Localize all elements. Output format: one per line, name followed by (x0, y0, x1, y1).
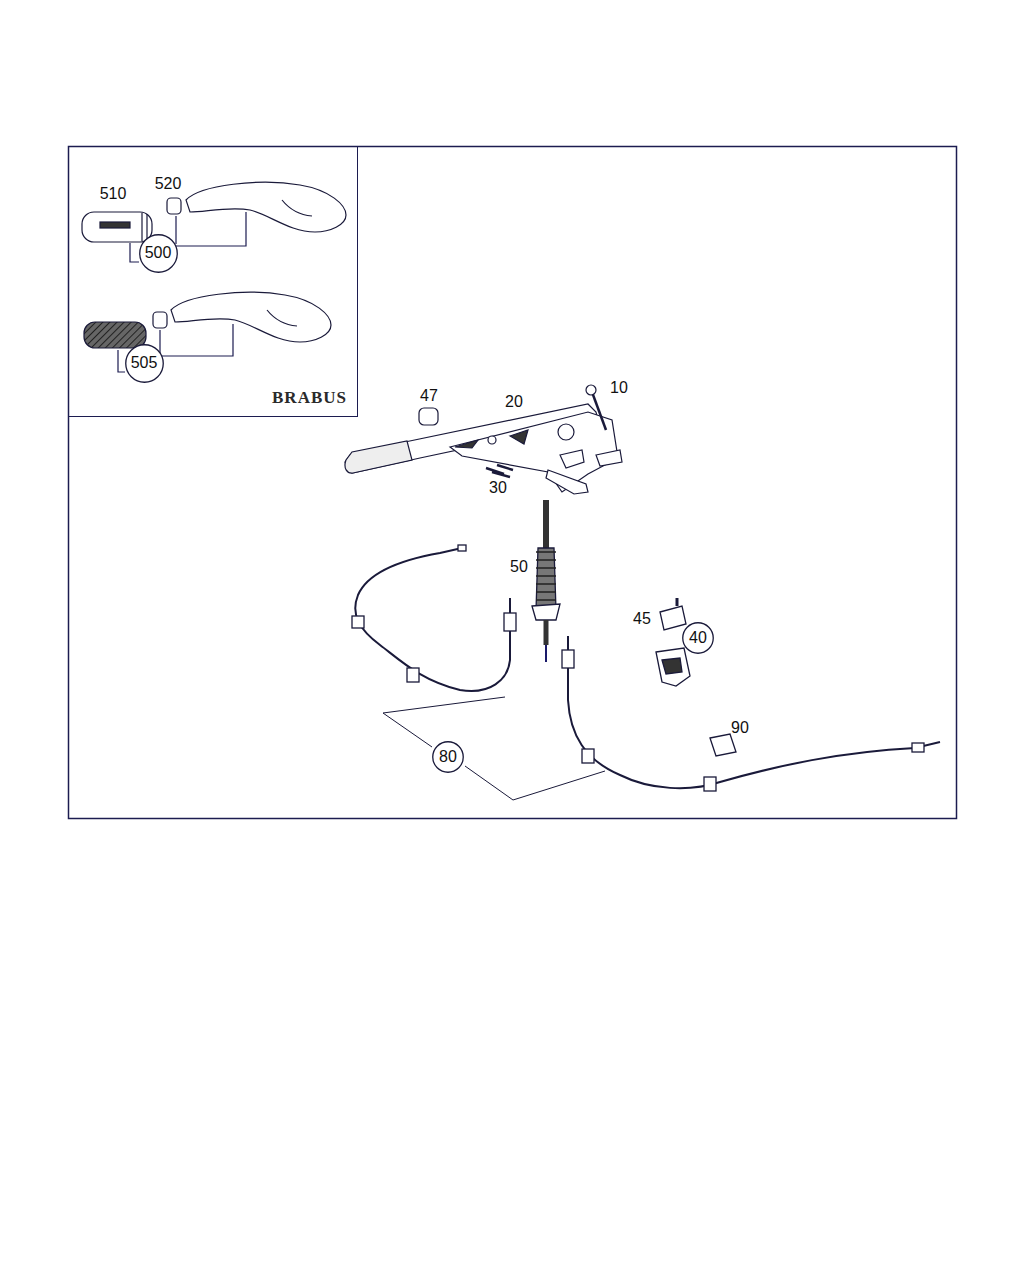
threaded-rod (544, 620, 549, 645)
plate-hole (510, 430, 528, 444)
callout-number: 90 (730, 719, 750, 737)
callout-number: 500 (145, 245, 172, 261)
grip-ridge (141, 213, 142, 241)
leader-line (130, 243, 139, 262)
callout-circle: 80 (432, 741, 464, 773)
cable-clip (582, 749, 594, 763)
leader-line (175, 216, 176, 244)
bushing (419, 408, 438, 425)
group-bracket (383, 697, 605, 800)
bolt-head (586, 385, 596, 395)
callout-number: 510 (99, 185, 128, 203)
boot-bellows (536, 552, 556, 600)
callout-number: 520 (154, 175, 183, 193)
callout-ring (139, 234, 177, 272)
brand-logo: BRABUS (272, 388, 347, 408)
leader-line (175, 212, 246, 246)
cable-end (912, 743, 924, 752)
bolt (592, 392, 606, 430)
rod-end (545, 645, 547, 662)
front-cable (543, 500, 549, 548)
ratchet (558, 424, 574, 440)
cable-boot (536, 548, 556, 610)
ratchet-pawl (560, 450, 584, 468)
callout-circle: 500 (139, 234, 178, 273)
lever-assembly (345, 385, 622, 494)
bracket-slot (662, 658, 682, 674)
callout-number: 50 (509, 558, 529, 576)
cable-pin (509, 598, 511, 613)
cables (352, 500, 940, 791)
inset-parts (82, 182, 346, 348)
plate-hole (455, 440, 478, 448)
handle-contour (267, 310, 297, 326)
handle-grip (82, 212, 152, 242)
cable-clip (704, 777, 716, 791)
rear-cable (355, 548, 510, 691)
callout-number: 47 (419, 387, 439, 405)
leader-line (465, 766, 605, 800)
cable-fitting (562, 650, 574, 668)
callout-circle: 40 (682, 622, 714, 654)
callout-number: 10 (609, 379, 629, 397)
knurled-grip (84, 322, 146, 348)
cable-clip (352, 616, 364, 628)
plate-hole (488, 436, 496, 444)
cable-pin (567, 636, 569, 650)
callout-ring (125, 344, 163, 382)
clip (710, 734, 736, 756)
grip-ridge (146, 214, 147, 240)
mount-tab (596, 450, 622, 466)
leader-line (118, 350, 125, 372)
callout-number: 30 (488, 479, 508, 497)
callout-number: 40 (689, 630, 707, 646)
leader-line (159, 330, 160, 354)
switch-plunger (676, 598, 679, 606)
cable-fitting (504, 613, 516, 631)
callout-number: 80 (439, 749, 457, 765)
callout-number: 20 (504, 393, 524, 411)
outer-frame (69, 147, 957, 819)
switch-bracket (656, 648, 690, 686)
callout-number: 45 (632, 610, 652, 628)
cable-bracket (532, 604, 560, 620)
lever-grip (345, 441, 412, 473)
sleeve (167, 198, 181, 214)
handle-cover (186, 182, 346, 232)
rear-cable (568, 668, 940, 788)
release-lever (546, 470, 588, 494)
screw (492, 472, 510, 477)
grip-slot (100, 222, 130, 228)
mechanism-plate (450, 412, 618, 492)
callout-circle: 505 (125, 344, 164, 383)
handle-contour (282, 200, 312, 216)
sleeve (153, 312, 167, 328)
handle-cover (171, 292, 331, 342)
leader-line (383, 713, 432, 747)
callout-number: 505 (131, 355, 158, 371)
screw (497, 465, 513, 470)
leader-line (161, 324, 233, 356)
cable-end (458, 545, 466, 551)
cable-clip (407, 668, 419, 682)
switch (660, 606, 686, 630)
callout-ring (683, 623, 714, 654)
leader-line (383, 697, 505, 713)
callout-ring (433, 742, 464, 773)
